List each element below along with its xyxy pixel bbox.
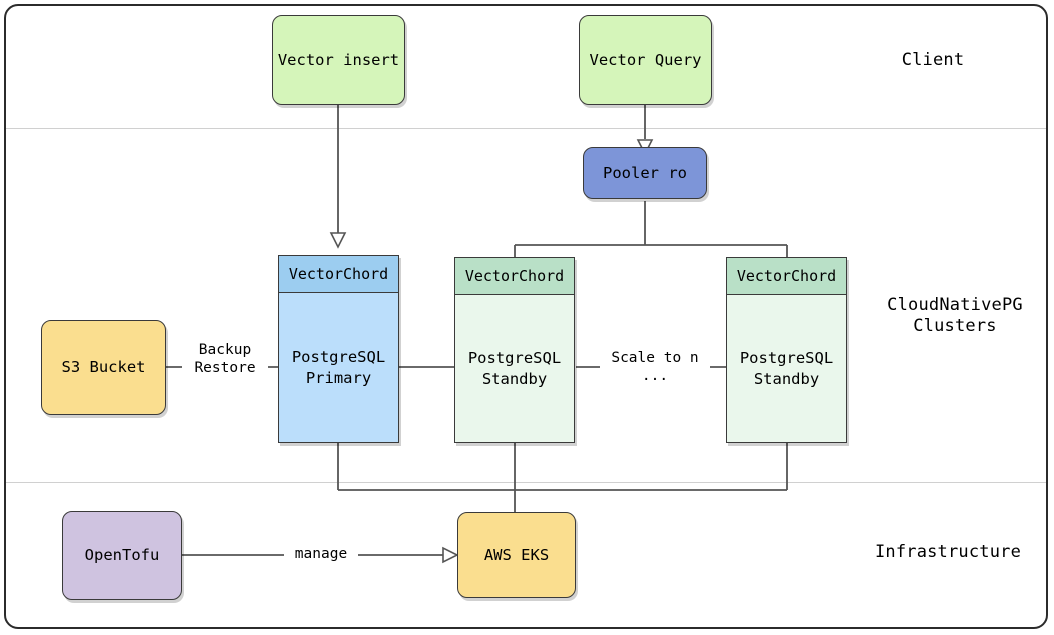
node-pg-standby-1-header: VectorChord [455,258,574,295]
node-pg-standby-1[interactable]: VectorChord PostgreSQL Standby [454,257,575,443]
node-s3-bucket[interactable]: S3 Bucket [41,320,166,415]
node-pg-standby-2[interactable]: VectorChord PostgreSQL Standby [726,257,847,443]
edge-label-backup-restore: Backup Restore [182,341,268,378]
node-opentofu[interactable]: OpenTofu [62,511,182,600]
lane-label-infrastructure: Infrastructure [874,542,1022,562]
node-aws-eks[interactable]: AWS EKS [457,512,576,598]
node-pg-primary-header: VectorChord [279,256,398,293]
lane-label-clusters: CloudNativePG Clusters [887,295,1023,337]
node-pooler-ro[interactable]: Pooler ro [583,147,707,199]
lane-label-client: Client [901,50,965,70]
lane-divider-client [6,128,1046,129]
node-pg-standby-1-body: PostgreSQL Standby [467,349,562,388]
node-pg-standby-2-header: VectorChord [727,258,846,295]
node-vector-insert[interactable]: Vector insert [272,15,405,105]
edge-label-manage: manage [284,545,358,564]
node-pg-standby-2-body: PostgreSQL Standby [739,349,834,388]
node-vector-query[interactable]: Vector Query [579,15,712,105]
edge-label-scale-to-n: Scale to n ... [600,349,710,386]
lane-divider-clusters [6,482,1046,483]
node-pg-primary[interactable]: VectorChord PostgreSQL Primary [278,255,399,443]
node-pg-primary-body: PostgreSQL Primary [291,348,386,387]
